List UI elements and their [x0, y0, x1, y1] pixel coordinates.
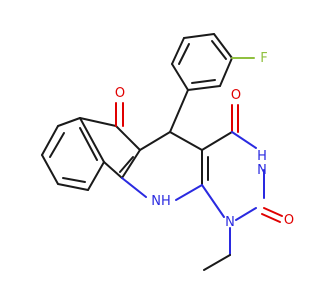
bond: [103, 161, 123, 179]
atom-label-upper-carbonyl-oxygen: O: [231, 88, 241, 103]
bond: [121, 149, 141, 179]
bond: [49, 132, 65, 158]
bond: [263, 207, 283, 217]
atom-label-fluorine: F: [260, 51, 267, 66]
atom-label-lower-carbonyl-oxygen: O: [284, 213, 294, 228]
bond: [87, 161, 105, 191]
bond: [41, 154, 59, 185]
atom-label-ketone-oxygen: O: [115, 86, 125, 101]
bond: [115, 125, 141, 151]
bond: [79, 117, 105, 163]
bond: [169, 131, 203, 151]
bond: [79, 117, 117, 127]
bond: [261, 213, 281, 223]
bond: [41, 125, 59, 156]
bond: [235, 207, 257, 221]
bond: [231, 131, 257, 149]
atom-label-ethyl-nitrogen: N: [225, 215, 235, 230]
bond: [213, 33, 233, 59]
bond: [171, 37, 185, 65]
bond: [175, 184, 203, 201]
bond: [121, 177, 147, 198]
bond: [178, 43, 190, 65]
bond: [57, 117, 81, 127]
bond: [191, 79, 216, 84]
bond: [79, 127, 98, 161]
atom-label-amine-nh: NH: [151, 194, 171, 209]
bond: [203, 254, 231, 271]
bond: [171, 63, 189, 91]
bond: [139, 131, 171, 151]
bond: [62, 177, 86, 183]
bond: [201, 131, 233, 151]
bond: [211, 40, 227, 60]
bonds: [41, 33, 283, 271]
bond: [219, 57, 233, 87]
bond: [169, 89, 189, 133]
bond: [119, 156, 134, 173]
bond: [183, 33, 215, 39]
bond: [201, 184, 225, 218]
bond: [57, 183, 89, 191]
bond: [187, 85, 221, 91]
